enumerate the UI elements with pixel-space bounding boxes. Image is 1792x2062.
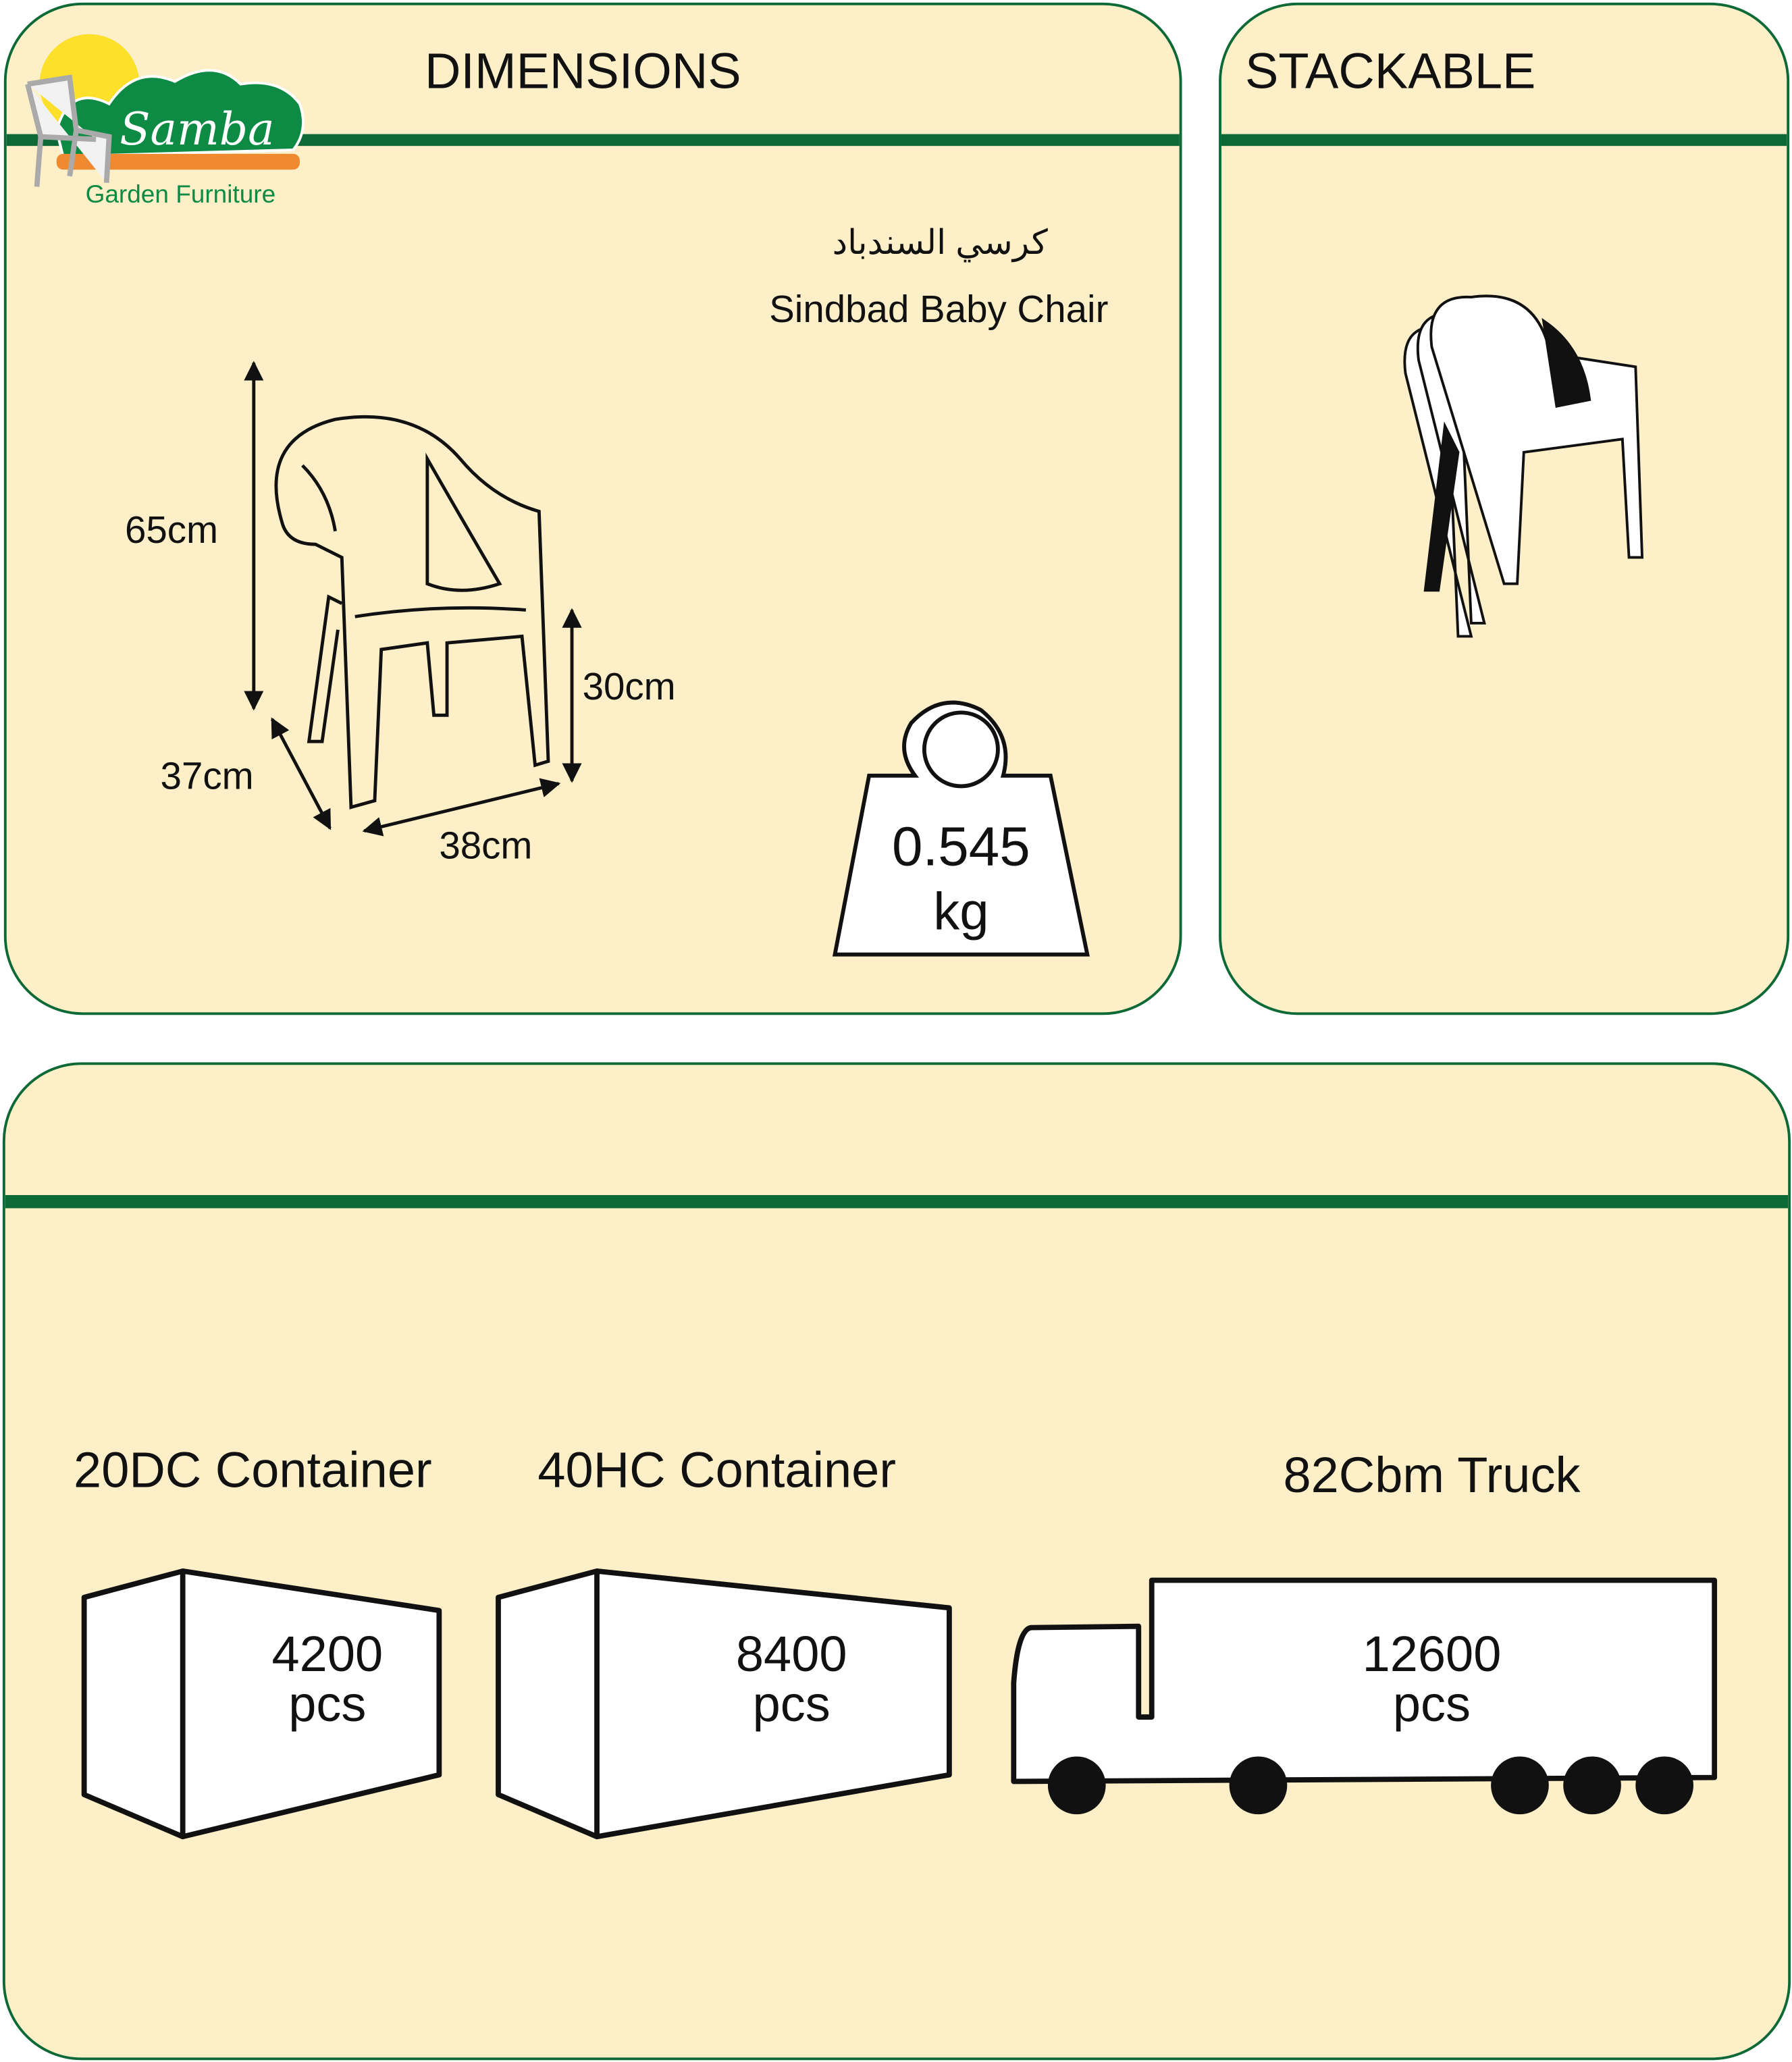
qty: 4200 (271, 1627, 384, 1683)
chair-dimension-drawing (244, 361, 582, 837)
stacked-chairs-icon (1403, 294, 1644, 638)
stackable-title: STACKABLE (1244, 45, 1536, 100)
weight-icon (832, 700, 1090, 957)
height-label: 65cm (124, 510, 219, 552)
shipping-drawings (81, 1568, 1718, 1840)
samba-logo: Samba Garden Furniture (25, 34, 305, 208)
container-40hc-icon (496, 1568, 952, 1840)
product-name: Sindbad Baby Chair (769, 289, 1109, 332)
unit: pcs (752, 1677, 831, 1733)
qty: 8400 (735, 1627, 847, 1683)
qty: 12600 (1362, 1627, 1502, 1683)
dimensions-panel: DIMENSIONS Samba Garden Furniture كرسي ا… (3, 2, 1182, 1015)
weight-unit: kg (933, 883, 989, 942)
product-name-arabic: كرسي السندباد (832, 222, 1048, 262)
stackable-panel: STACKABLE (1219, 2, 1790, 1015)
weight-value: 0.545 (892, 815, 1030, 877)
truck-label: 82Cbm Truck (1283, 1448, 1581, 1504)
container-20dc-label: 20DC Container (74, 1444, 432, 1499)
shipping-panel: 20DC Container 40HC Container 82Cbm Truc… (2, 1062, 1791, 2061)
unit: pcs (1392, 1677, 1471, 1733)
width-label: 38cm (439, 825, 533, 868)
seat-height-label: 30cm (582, 666, 676, 709)
unit: pcs (288, 1677, 367, 1733)
depth-label: 37cm (160, 756, 254, 798)
svg-text:Garden Furniture: Garden Furniture (86, 180, 276, 208)
truck-icon (1011, 1577, 1718, 1785)
divider (1221, 134, 1787, 147)
divider (5, 1195, 1789, 1209)
dimensions-title: DIMENSIONS (424, 45, 741, 100)
container-40hc-label: 40HC Container (537, 1444, 896, 1499)
container-20dc-icon (81, 1568, 442, 1840)
svg-text:Samba: Samba (120, 103, 274, 155)
